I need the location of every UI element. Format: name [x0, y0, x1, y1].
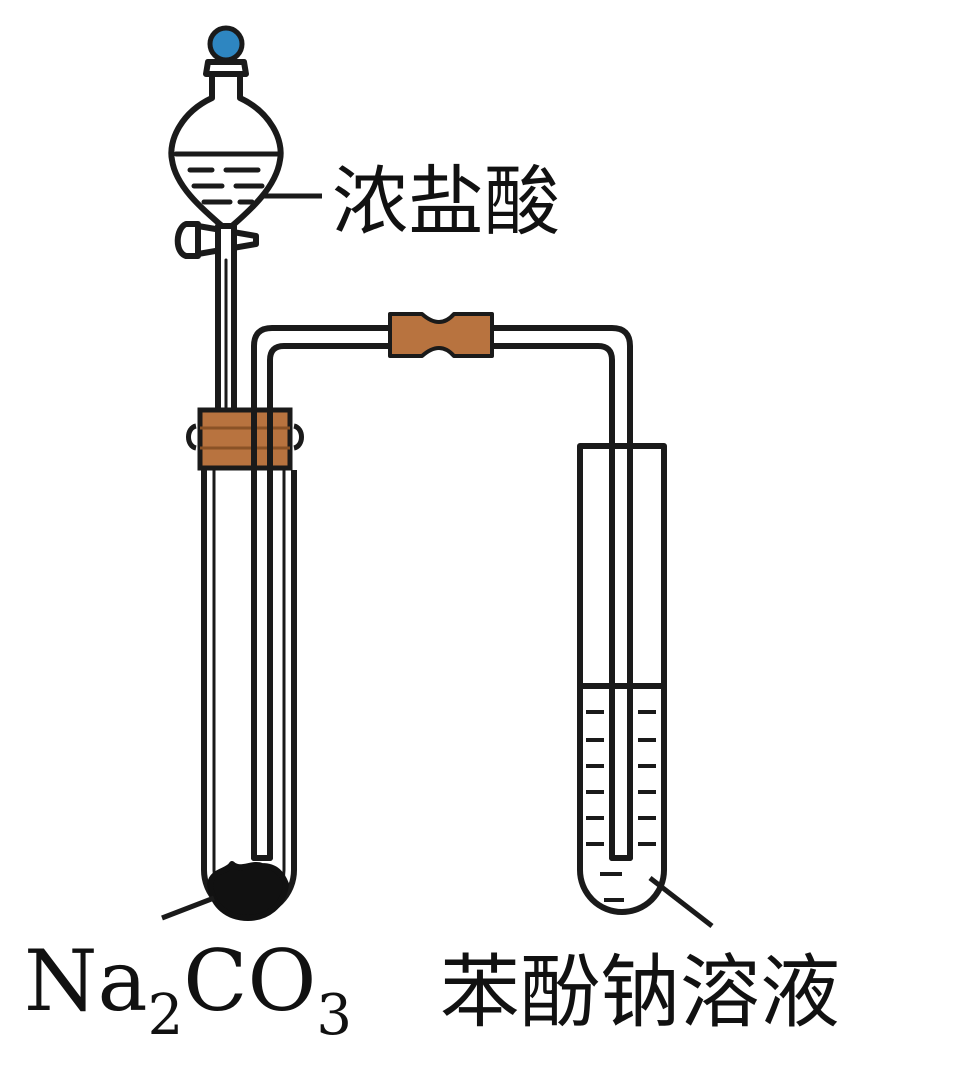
left-tube-body [201, 470, 297, 918]
carbonate-co: CO [183, 932, 316, 1030]
stopper-knob [207, 25, 245, 63]
solution-leader-line [648, 876, 714, 928]
right-test-tube [577, 443, 667, 915]
delivery-tube [251, 325, 633, 861]
stopcock-handle [174, 221, 201, 259]
rubber-stopper [186, 407, 304, 471]
carbonate-sub-2: 2 [148, 983, 184, 1048]
solution-label: 苯酚钠溶液 [440, 946, 840, 1039]
rubber-connector [388, 312, 494, 358]
carbonate-sub-3: 3 [316, 983, 352, 1048]
funnel-liquid [187, 167, 265, 205]
carbonate-leader-line [161, 895, 215, 921]
sodium-carbonate-solid [207, 861, 289, 921]
delivery-tube-inner [267, 343, 615, 861]
carbonate-label: Na2CO3 [24, 932, 352, 1048]
right-tube-body [577, 443, 667, 915]
carbonate-na: Na [24, 932, 148, 1030]
delivery-tube-outer [251, 325, 633, 861]
acid-label: 浓盐酸 [332, 157, 560, 246]
phenoxide-solution [586, 710, 656, 902]
left-test-tube [201, 470, 297, 921]
